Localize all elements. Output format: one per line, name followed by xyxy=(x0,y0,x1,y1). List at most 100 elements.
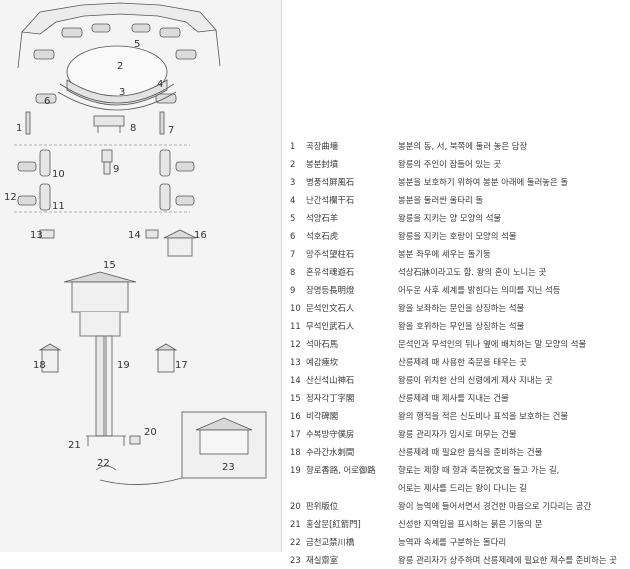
legend-description: 봉분을 둘러싼 울타리 돌 xyxy=(398,195,484,205)
legend-item: 11 무석인武石人 왕을 호위하는 무인을 상징하는 석물 xyxy=(290,317,626,335)
surakgan-roof xyxy=(38,343,62,351)
legend-description: 왕이 능역에 들어서면서 경건한 마음으로 기다리는 공간 xyxy=(398,501,592,511)
legend-number: 20 xyxy=(290,501,301,511)
legend-number: 15 xyxy=(290,393,301,403)
subokbang-roof xyxy=(154,343,178,351)
stone-horse xyxy=(175,195,195,206)
legend-item: 18 수라간水刺間 산릉제례 때 필요한 음식을 준비하는 건물 xyxy=(290,443,626,461)
legend-number: 4 xyxy=(290,195,296,205)
legend-name: 무석인武石人 xyxy=(306,321,355,331)
legend-item: 2 봉분封墳 왕릉의 주인이 잠들어 있는 곳 xyxy=(290,155,626,173)
legend-number: 5 xyxy=(290,213,296,223)
legend-number: 7 xyxy=(290,249,296,259)
legend-description: 왕릉을 지키는 호랑이 모양의 석물 xyxy=(398,231,517,241)
legend-description: 어두운 사후 세계를 밝힌다는 의미를 지닌 석등 xyxy=(398,285,561,295)
legend-name: 향로香路, 어로御路 xyxy=(306,465,376,475)
diagram-label-17: 17 xyxy=(175,360,188,371)
military-official-statue xyxy=(159,183,171,211)
legend-item: 10 문석인文石人 왕을 보좌하는 문인을 상징하는 석물 xyxy=(290,299,626,317)
legend-name: 수복방守僕房 xyxy=(306,429,355,439)
jeongjagak xyxy=(71,281,129,313)
gokjang-wall xyxy=(21,2,217,35)
sansinseok xyxy=(145,229,159,239)
legend-item: 13 예감瘞坎 산릉제례 때 사용한 축문을 태우는 곳 xyxy=(290,353,626,371)
stone-horse xyxy=(175,161,195,172)
legend-number: 12 xyxy=(290,339,301,349)
stone-lantern xyxy=(101,149,113,163)
surakgan xyxy=(41,349,59,373)
railing-stones-outer xyxy=(57,91,177,111)
diagram-label-21: 21 xyxy=(68,440,81,451)
mangjuseok-right xyxy=(159,111,165,135)
legend-name: 봉분封墳 xyxy=(306,159,339,169)
legend-description: 문석인과 무석인의 뒤나 옆에 배치하는 말 모양의 석물 xyxy=(398,339,587,349)
legend-item: 23 재실齋室 왕릉 관리자가 상주하며 산릉제례에 필요한 제수를 준비하는 … xyxy=(290,551,626,569)
legend-name: 홍살문[紅箭門] xyxy=(306,519,361,529)
bigak-roof xyxy=(163,229,197,239)
legend-name: 예감瘞坎 xyxy=(306,357,339,367)
stream xyxy=(99,477,183,485)
diagram-label-23: 23 xyxy=(222,462,235,473)
hongsalmun xyxy=(86,435,126,446)
legend-number: 23 xyxy=(290,555,301,565)
legend-description: 왕릉 관리자가 상주하며 산릉제례에 필요한 제수를 준비하는 곳 xyxy=(398,555,617,565)
legend-number: 17 xyxy=(290,429,301,439)
diagram-label-16: 16 xyxy=(194,230,207,241)
diagram-label-7: 7 xyxy=(168,125,175,136)
legend-number: 8 xyxy=(290,267,296,277)
legend-item: 20 판위版位 왕이 능역에 들어서면서 경건한 마음으로 기다리는 공간 xyxy=(290,497,626,515)
legend-description: 왕을 보좌하는 문인을 상징하는 석물 xyxy=(398,303,525,313)
legend-description: 왕릉의 주인이 잠들어 있는 곳 xyxy=(398,159,502,169)
civil-official-statue xyxy=(159,149,171,177)
yegam xyxy=(39,229,55,239)
panwi xyxy=(129,435,141,445)
legend-item: 19 향로香路, 어로御路 향로는 제향 때 향과 축문祝文을 들고 가는 길, xyxy=(290,461,626,479)
legend-number: 22 xyxy=(290,537,301,547)
diagram-label-11: 11 xyxy=(52,201,65,212)
stone-animal-icon xyxy=(131,23,151,33)
legend-name: 정자각丁字閣 xyxy=(306,393,355,403)
legend-name: 수라간水刺間 xyxy=(306,447,355,457)
legend-number: 2 xyxy=(290,159,296,169)
diagram-label-10: 10 xyxy=(52,169,65,180)
legend-item: 4 난간석欄干石 봉분을 둘러싼 울타리 돌 xyxy=(290,191,626,209)
legend-number: 3 xyxy=(290,177,296,187)
diagram-label-13: 13 xyxy=(30,230,43,241)
honyuseok-legs xyxy=(97,126,121,133)
legend-description: 석상石牀이라고도 함. 왕의 혼이 노니는 곳 xyxy=(398,267,547,277)
legend-description: 봉분 좌우에 세우는 돌기둥 xyxy=(398,249,491,259)
legend-item: 5 석양石羊 왕릉을 지키는 양 모양의 석물 xyxy=(290,209,626,227)
legend-number: 16 xyxy=(290,411,301,421)
jeongjagak-roof xyxy=(63,271,137,283)
stone-animal-icon xyxy=(159,27,181,38)
legend-item: 17 수복방守僕房 왕릉 관리자가 임시로 머무는 건물 xyxy=(290,425,626,443)
bigak xyxy=(167,237,193,257)
legend-name: 난간석欄干石 xyxy=(306,195,355,205)
stone-animal-icon xyxy=(175,49,197,60)
legend-item: 3 병풍석屛風石 봉분을 보호하기 위하여 봉분 아래에 둘러놓은 돌 xyxy=(290,173,626,191)
legend-name: 금천교禁川橋 xyxy=(306,537,355,547)
diagram-label-2: 2 xyxy=(117,61,124,72)
stone-horse xyxy=(17,195,37,206)
geumcheongyo xyxy=(95,465,117,471)
legend-item: 1 곡장曲墻 봉분의 동, 서, 북쪽에 둘러 놓은 담장 xyxy=(290,137,626,155)
stone-animal-icon xyxy=(61,27,83,38)
legend-name: 석호石虎 xyxy=(306,231,339,241)
subokbang xyxy=(157,349,175,373)
legend-number: 14 xyxy=(290,375,301,385)
legend-name: 문석인文石人 xyxy=(306,303,355,313)
stone-animal-icon xyxy=(155,93,177,104)
legend-number: 1 xyxy=(290,141,296,151)
legend-number: 6 xyxy=(290,231,296,241)
legend-name: 곡장曲墻 xyxy=(306,141,339,151)
legend-description: 향로는 제향 때 향과 축문祝文을 들고 가는 길, xyxy=(398,465,560,475)
diagram-label-12: 12 xyxy=(4,192,17,203)
honyuseok xyxy=(93,115,125,127)
legend-number: 10 xyxy=(290,303,301,313)
legend-item: 16 비각碑閣 왕의 행적을 적은 신도비나 표석을 보호하는 건물 xyxy=(290,407,626,425)
diagram-label-22: 22 xyxy=(97,458,110,469)
stone-animal-icon xyxy=(35,93,57,104)
legend-description: 신성한 지역임을 표시하는 붉은 기둥의 문 xyxy=(398,519,543,529)
eoro-path xyxy=(105,335,113,437)
